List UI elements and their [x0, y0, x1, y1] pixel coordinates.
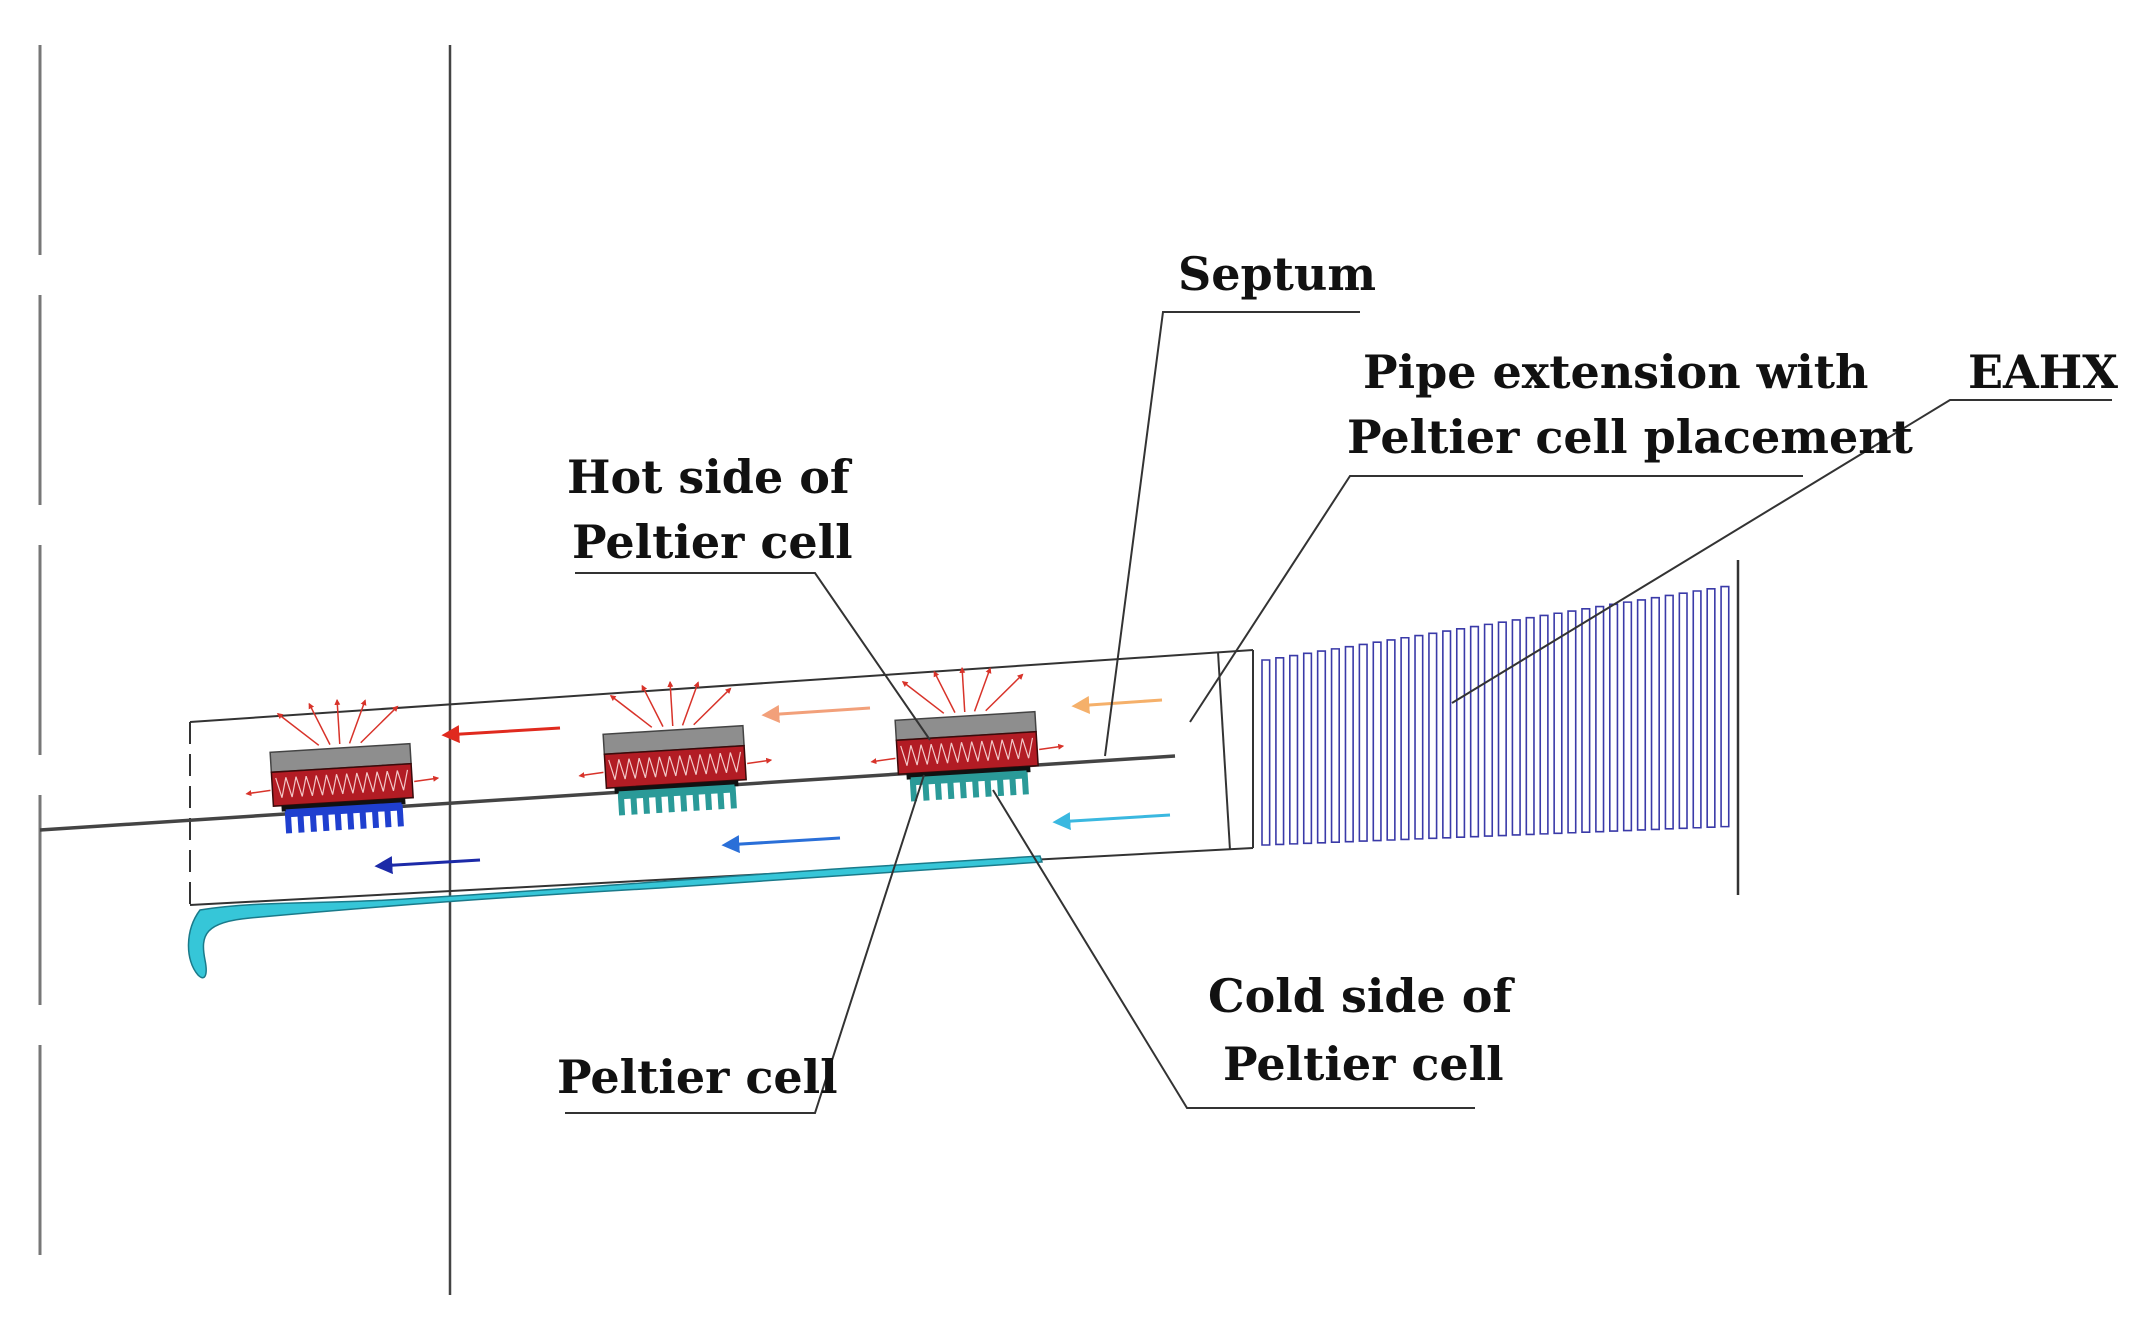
heat-ray-arrow — [667, 680, 674, 727]
pipe-extension-label-line1: Pipe extension with — [1363, 345, 1868, 399]
cold-side-label-line2: Peltier cell — [1223, 1037, 1504, 1091]
cold-side-leader — [992, 789, 1475, 1109]
heat-ray-arrow — [933, 670, 956, 713]
thermocouple-pattern — [275, 769, 409, 798]
heat-ray-arrow — [414, 775, 440, 783]
heat-ray-arrow — [334, 698, 341, 745]
cold-air-arrow-2 — [721, 835, 841, 854]
wall — [38, 45, 452, 1295]
peltier-modules — [245, 666, 1065, 834]
heat-ray-arrow — [747, 757, 773, 765]
hot-air-arrow-1 — [441, 725, 561, 744]
heat-ray-arrow — [348, 699, 367, 744]
cold-sink-base — [618, 784, 735, 800]
heat-ray-arrow — [681, 681, 700, 726]
peltier-cell-leader — [565, 774, 925, 1114]
heat-ray-arrow — [609, 695, 653, 728]
thermocouple-pattern — [608, 751, 742, 780]
hot-side-label-line1: Hot side of — [567, 450, 853, 504]
labels: Septum Pipe extension with Peltier cell … — [557, 247, 2118, 1104]
heat-ray-arrow — [360, 705, 399, 744]
hot-side-label-line2: Peltier cell — [572, 515, 853, 569]
heat-ray-arrow — [1039, 743, 1065, 751]
heat-ray-arrow — [245, 789, 271, 797]
pipe-extension-leader — [1189, 475, 1803, 723]
septum-label: Septum — [1178, 247, 1376, 301]
heat-ray-arrow — [276, 713, 320, 746]
condensate-water — [187, 855, 1044, 979]
pipe-extension-label-line2: Peltier cell placement — [1347, 410, 1914, 464]
thermocouple-pattern — [900, 737, 1034, 766]
leader-lines — [565, 311, 2112, 1114]
heat-ray-arrow — [870, 757, 896, 765]
eahx-leader — [1451, 399, 2112, 704]
peltier-module-2 — [578, 680, 773, 816]
cold-air-arrow-3 — [1052, 812, 1171, 831]
hot-side-leader — [575, 572, 931, 741]
heat-ray-arrow — [973, 667, 992, 712]
pipe-extension-top-wall — [189, 649, 1254, 723]
eahx-ribs — [1261, 585, 1730, 846]
eahx-corrugated-pipe — [1261, 560, 1740, 895]
hot-air-arrow-3 — [1071, 696, 1163, 714]
cold-air-arrow-1 — [374, 856, 481, 875]
heat-ray-arrow — [641, 684, 664, 727]
heat-ray-arrow — [578, 771, 604, 779]
heat-ray-arrow — [959, 666, 966, 713]
hot-air-arrow-2 — [761, 705, 871, 724]
septum-leader — [1104, 311, 1360, 757]
heat-ray-arrow — [985, 673, 1024, 712]
heat-ray-arrow — [308, 702, 331, 745]
peltier-cell-label: Peltier cell — [557, 1050, 838, 1104]
eahx-label: EAHX — [1968, 345, 2118, 399]
cold-side-label-line1: Cold side of — [1208, 969, 1515, 1023]
heat-ray-arrow — [901, 681, 945, 714]
cold-sink-base — [285, 802, 402, 818]
heat-ray-arrow — [693, 687, 732, 726]
cold-sink-base — [910, 770, 1027, 786]
flow-arrows — [374, 696, 1171, 875]
peltier-module-1 — [245, 698, 440, 834]
peltier-module-3 — [870, 666, 1065, 802]
pipe-extension-right-end — [1217, 651, 1231, 851]
